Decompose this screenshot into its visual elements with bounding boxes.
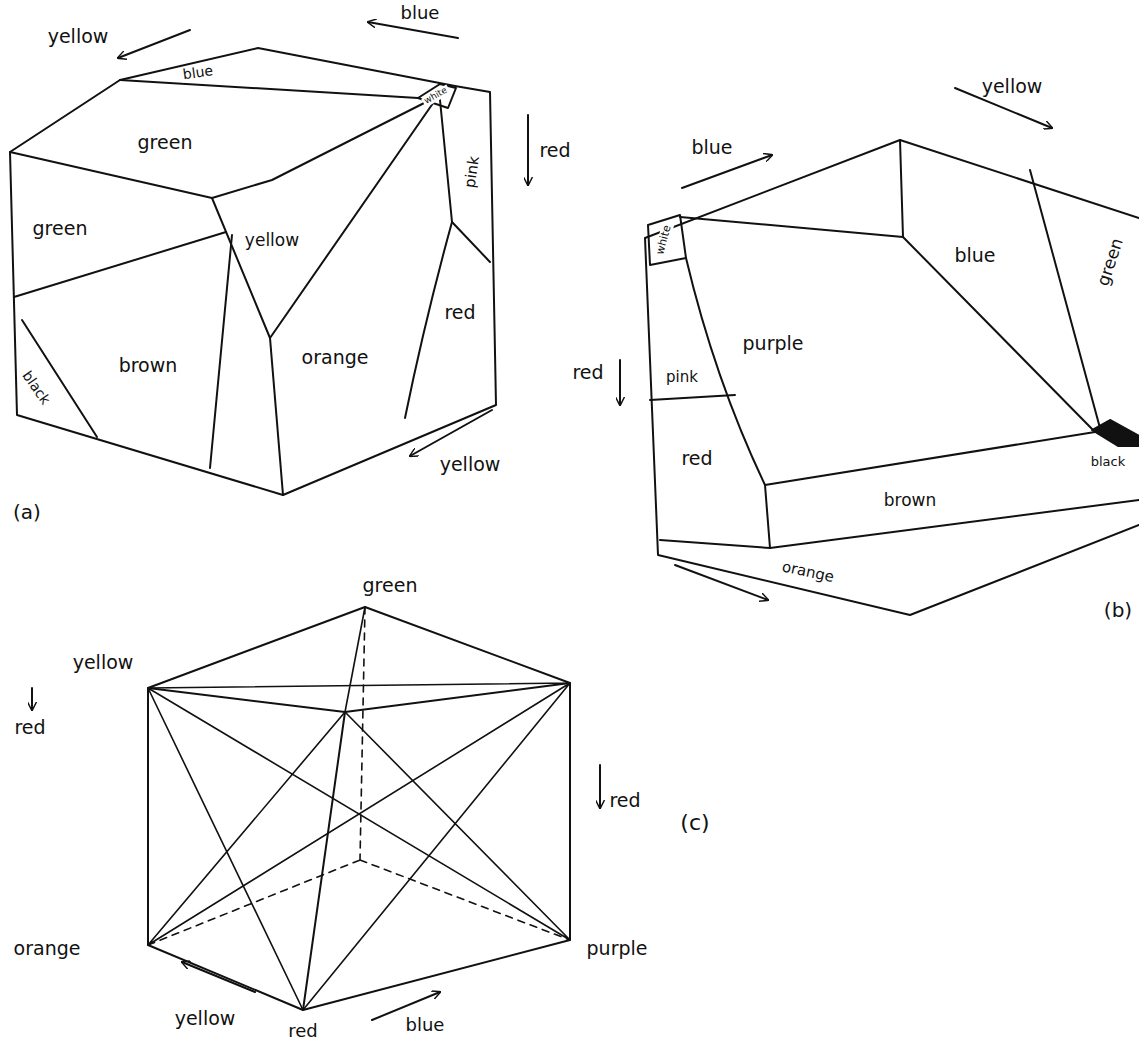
color-label: red xyxy=(12,717,47,738)
panel-label: (c) xyxy=(678,811,711,835)
color-label: red xyxy=(607,790,642,811)
vertex-label: red xyxy=(286,1021,320,1041)
turn-arrows-c xyxy=(32,688,600,1020)
color-label: blue xyxy=(399,3,442,23)
color-label: yellow xyxy=(243,231,301,250)
color-label: orange xyxy=(779,558,838,586)
vertex-label: purple xyxy=(585,938,650,959)
color-label: purple xyxy=(741,333,806,354)
color-label: yellow xyxy=(980,76,1045,97)
color-label: yellow xyxy=(438,454,503,475)
cube-c xyxy=(148,607,570,1010)
color-label: green xyxy=(31,218,90,239)
vertex-label: green xyxy=(361,575,420,596)
cube-a xyxy=(10,48,496,495)
turn-arrows-b xyxy=(620,88,1052,600)
turn-arrows-a xyxy=(118,22,528,456)
color-label: white xyxy=(654,222,675,258)
vertex-label: orange xyxy=(12,938,83,959)
color-label: blue xyxy=(689,137,734,158)
color-label: blue xyxy=(180,63,216,83)
color-label: red xyxy=(442,302,477,323)
color-label: green xyxy=(136,132,195,153)
color-label: pink xyxy=(664,369,700,386)
color-label: red xyxy=(679,448,714,469)
color-label: yellow xyxy=(173,1008,238,1029)
color-label: red xyxy=(570,362,605,383)
panel-label: (a) xyxy=(11,501,43,523)
color-label: yellow xyxy=(46,26,111,47)
color-label: pink xyxy=(461,153,482,191)
color-label: blue xyxy=(952,245,997,266)
cube-b xyxy=(645,140,1139,615)
color-label: brown xyxy=(882,491,939,510)
color-label: blue xyxy=(404,1015,447,1035)
color-label: brown xyxy=(117,355,180,376)
color-label: black xyxy=(18,367,54,410)
vertex-label: yellow xyxy=(71,652,136,673)
color-label: black xyxy=(1089,455,1128,469)
color-label: red xyxy=(537,140,572,161)
panel-label: (b) xyxy=(1102,599,1134,621)
color-label: orange xyxy=(300,347,371,368)
color-label: green xyxy=(1093,234,1127,290)
